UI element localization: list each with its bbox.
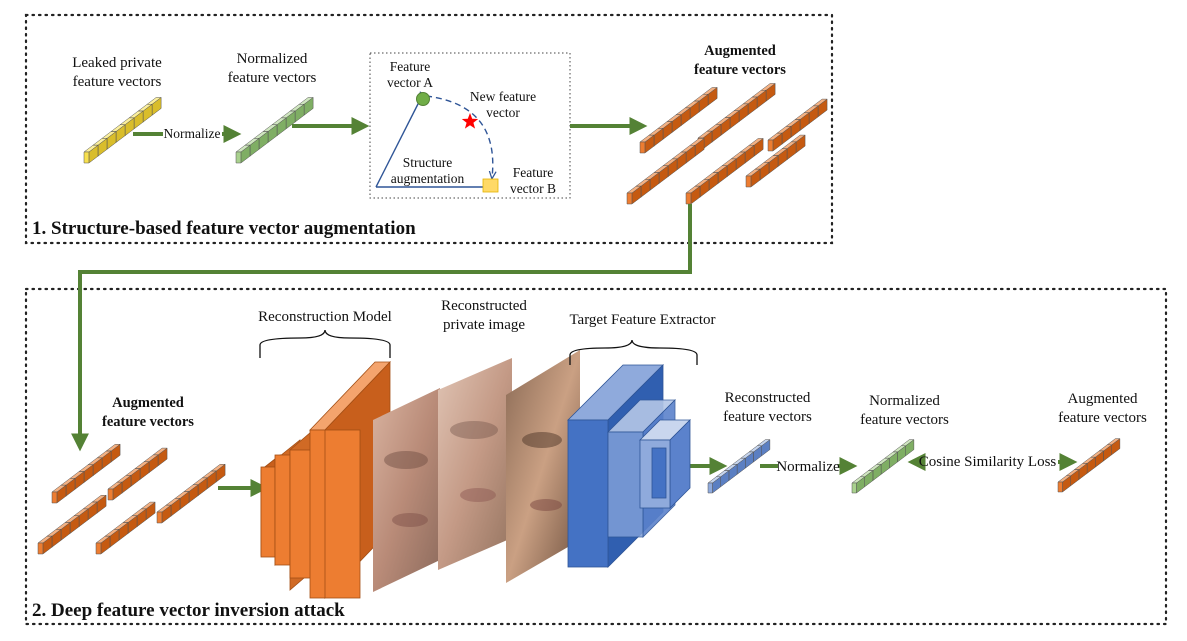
connector-stage1-to-stage2 — [71, 204, 692, 452]
augmented-vector-strip-5 — [685, 137, 764, 205]
augmented-vector-strip-6 — [745, 134, 806, 188]
augmented-vector-strip-8 — [107, 447, 168, 501]
target-extractor-label: Target Feature Extractor — [569, 312, 716, 328]
augmented-vector-strip-11 — [95, 501, 156, 555]
normalize-label-stage2: Normalize — [776, 459, 840, 475]
reconstruction-model-label: Reconstruction Model — [258, 309, 392, 325]
augmented-vector-strip-3 — [767, 98, 828, 152]
target-feature-extractor — [567, 364, 691, 568]
target-extractor-bracket — [569, 339, 698, 365]
normalize-label-stage1: Normalize — [163, 126, 221, 141]
augmented-vector-strip-right — [1057, 438, 1121, 493]
new-vector-star-icon — [461, 113, 479, 129]
stage1-border — [24, 13, 834, 245]
augmented-vector-strip-4 — [626, 137, 705, 205]
augmented-vector-strip-9 — [156, 463, 226, 524]
stage2-border — [24, 287, 1168, 626]
normalized-vector-strip — [235, 96, 314, 164]
stage1-title: 1. Structure-based feature vector augmen… — [32, 218, 416, 239]
vector-a-icon — [416, 92, 430, 106]
leaked-vector-strip — [83, 96, 162, 164]
normalized-vector-strip-2 — [851, 439, 915, 494]
structure-edge-a-origin — [375, 99, 421, 188]
augmented-vector-strip-7 — [51, 443, 121, 504]
reconstructed-image-3 — [506, 350, 580, 583]
feature-vector-layer — [37, 82, 1121, 555]
interpolation-curve — [426, 96, 493, 178]
reconstructed-image-2 — [438, 358, 512, 570]
vector-b-icon — [482, 178, 499, 193]
augmented-vector-strip-10 — [37, 494, 107, 555]
reconstruction-model-bracket — [259, 329, 391, 358]
reconstructed-vector-strip — [707, 439, 771, 494]
reconstructed-image-1 — [373, 388, 440, 592]
cosine-similarity-loss-label: Cosine Similarity Loss — [918, 454, 1057, 470]
reconstruction-model — [260, 361, 391, 599]
stage2-title: 2. Deep feature vector inversion attack — [32, 600, 345, 621]
augmented-vector-strip-1 — [639, 86, 718, 154]
